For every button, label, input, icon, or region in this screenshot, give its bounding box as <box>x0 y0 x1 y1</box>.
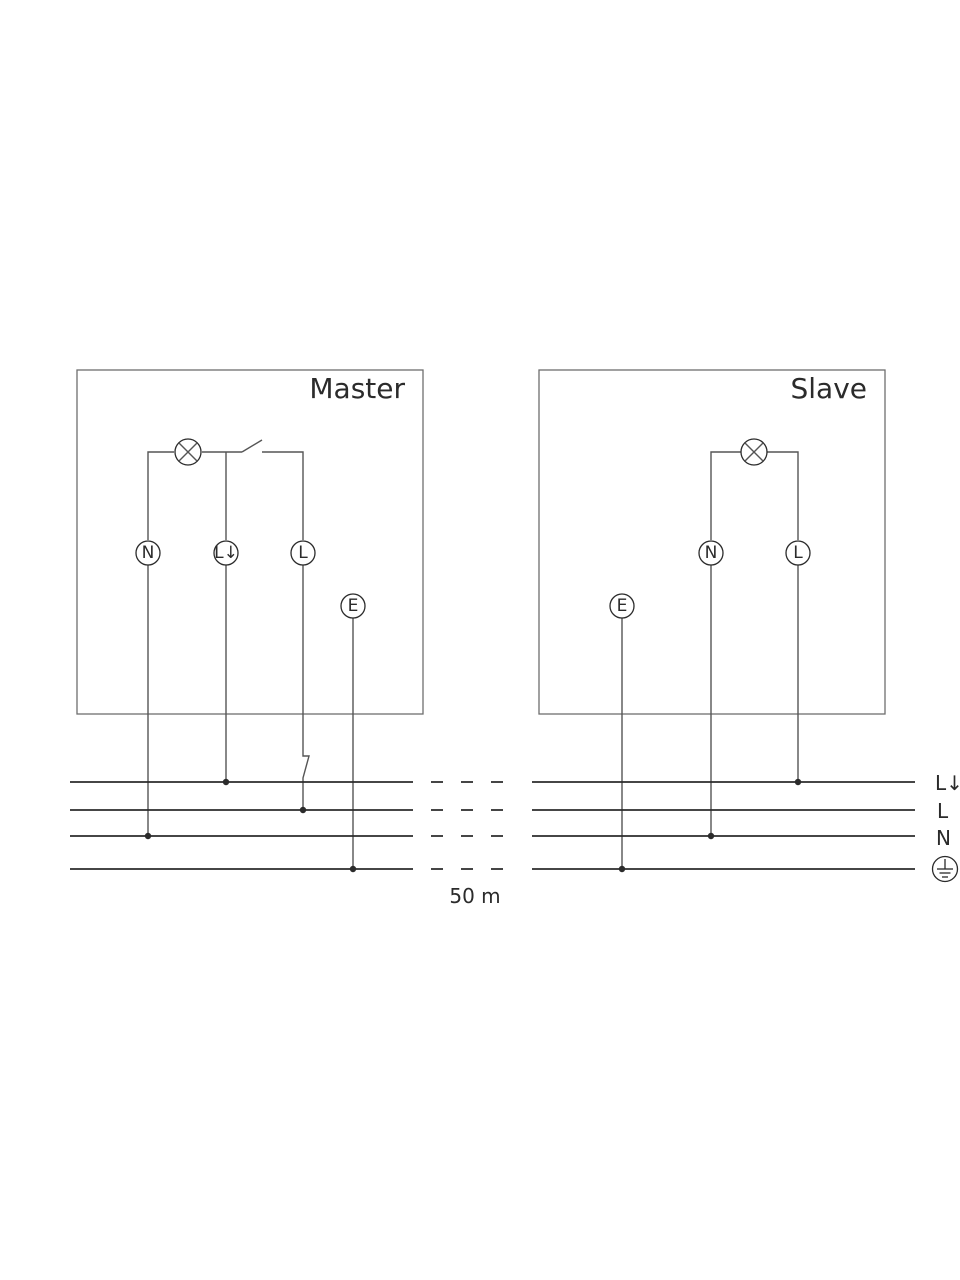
junction-dot <box>144 832 152 840</box>
master-lamp-icon <box>174 438 202 466</box>
master-box <box>76 369 424 715</box>
slave-title: Slave <box>790 372 867 405</box>
junction-dot <box>707 832 715 840</box>
slave-lamp-wire-l <box>767 451 799 540</box>
master-terminal-l: L <box>290 540 316 566</box>
slave-terminal-n: N <box>698 540 724 566</box>
svg-text:L: L <box>298 543 308 563</box>
junction-dot <box>618 865 626 873</box>
slave-box <box>538 369 886 715</box>
bus-label-l: L <box>937 799 949 823</box>
earth-ground-icon <box>931 855 959 883</box>
master-terminal-ld: L↓ <box>213 540 239 566</box>
svg-text:N: N <box>705 543 718 563</box>
svg-text:L: L <box>793 543 803 563</box>
slave-terminal-e: E <box>609 593 635 619</box>
svg-text:E: E <box>348 596 359 616</box>
master-lamp-wire-n <box>147 451 174 540</box>
slave-terminal-l: L <box>785 540 811 566</box>
bus-label-n: N <box>936 826 951 850</box>
slave-lamp-wire-n <box>710 451 741 540</box>
junction-dot <box>299 806 307 814</box>
master-switch-wire-l <box>262 451 304 540</box>
svg-text:L↓: L↓ <box>214 543 238 563</box>
junction-dot <box>349 865 357 873</box>
svg-text:E: E <box>617 596 628 616</box>
svg-text:N: N <box>142 543 155 563</box>
master-terminal-n: N <box>135 540 161 566</box>
distance-label: 50 m <box>449 884 500 908</box>
bus-label-ld: L↓ <box>935 771 960 795</box>
master-title: Master <box>309 372 405 405</box>
slave-lamp-icon <box>740 438 768 466</box>
junction-dot <box>222 778 230 786</box>
junction-dot <box>794 778 802 786</box>
master-l-pushbutton-drop <box>302 565 310 810</box>
master-terminal-e: E <box>340 593 366 619</box>
master-switch-contact <box>241 439 263 453</box>
